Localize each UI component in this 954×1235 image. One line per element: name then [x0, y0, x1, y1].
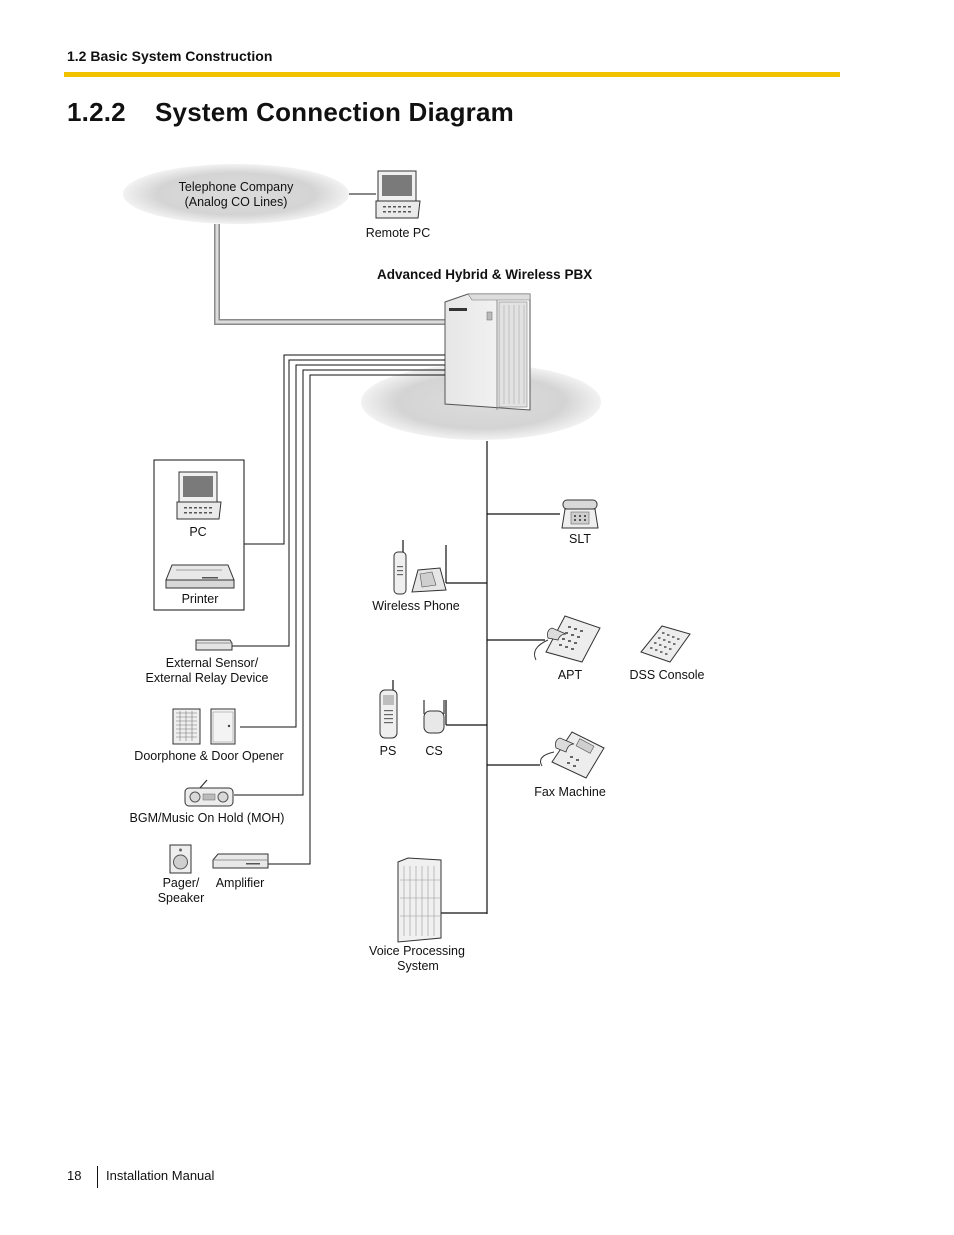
amplifier-icon	[212, 853, 269, 869]
slt-label: SLT	[569, 532, 591, 546]
speaker-label: Speaker	[158, 891, 205, 905]
external-sensor-label: External Sensor/	[166, 656, 259, 670]
co-line	[214, 224, 445, 325]
pc-label: PC	[189, 525, 206, 539]
bgm-radio-icon	[184, 779, 234, 807]
footer-doc-title: Installation Manual	[106, 1168, 215, 1183]
voice-processing-label: Voice Processing	[369, 944, 465, 958]
apt-phone-icon	[534, 615, 601, 663]
voice-processing-sublabel: System	[397, 959, 439, 973]
dss-console-icon	[640, 625, 691, 663]
pbx-label: Advanced Hybrid & Wireless PBX	[377, 267, 592, 282]
wireless-phone-label: Wireless Phone	[372, 599, 460, 613]
bgm-label: BGM/Music On Hold (MOH)	[130, 811, 285, 825]
page-title-number: 1.2.2	[67, 97, 126, 127]
door-opener-icon	[210, 708, 236, 745]
pc-printer-box	[153, 459, 245, 611]
telephone-company-label: Telephone Company	[179, 180, 294, 194]
cs-antenna-icon	[423, 700, 445, 734]
fax-machine-icon	[540, 731, 605, 779]
telephone-company-sublabel: (Analog CO Lines)	[185, 195, 288, 209]
page-title: 1.2.2 System Connection Diagram	[67, 97, 514, 128]
external-sensor-icon	[195, 639, 233, 651]
fax-machine-label: Fax Machine	[534, 785, 606, 799]
pager-label: Pager/	[163, 876, 200, 890]
voice-processing-icon	[397, 857, 442, 943]
pc-icon	[176, 471, 222, 520]
remote-pc-label: Remote PC	[366, 226, 431, 240]
doorphone-icon	[172, 708, 201, 745]
pbx-unit	[444, 293, 531, 411]
slt-phone-icon	[561, 499, 599, 529]
pbx-right-bus	[441, 441, 560, 914]
external-relay-label: External Relay Device	[146, 671, 269, 685]
wireless-phone-icon	[393, 540, 447, 595]
pbx-left-bus	[232, 354, 445, 865]
amplifier-label: Amplifier	[216, 876, 265, 890]
remote-pc-icon	[375, 170, 421, 219]
telephone-company: Telephone Company (Analog CO Lines)	[123, 164, 349, 224]
footer-page-number: 18	[67, 1168, 82, 1183]
section-header: 1.2 Basic System Construction	[67, 48, 273, 64]
page-title-text: System Connection Diagram	[155, 97, 514, 127]
dss-console-label: DSS Console	[629, 668, 704, 682]
printer-label: Printer	[182, 592, 219, 606]
ps-label: PS	[380, 744, 397, 758]
doorphone-label: Doorphone & Door Opener	[134, 749, 283, 763]
header-rule	[64, 72, 840, 77]
pager-speaker-icon	[169, 844, 192, 874]
apt-label: APT	[558, 668, 583, 682]
cs-label: CS	[425, 744, 442, 758]
footer-rule	[97, 1166, 98, 1188]
printer-icon	[165, 564, 235, 589]
ps-handset-icon	[379, 680, 398, 739]
